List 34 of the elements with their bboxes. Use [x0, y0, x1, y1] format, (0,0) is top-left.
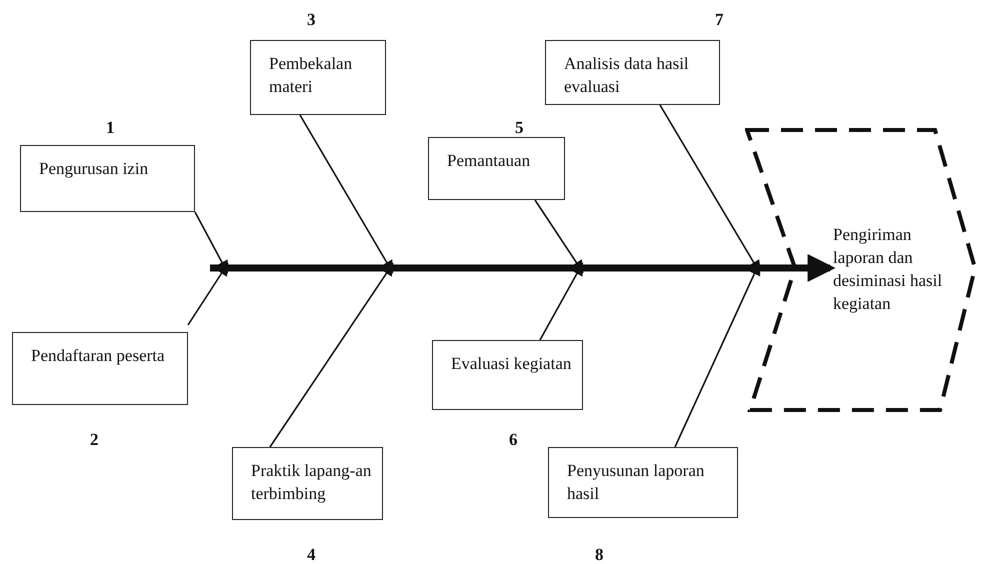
step-number: 7	[715, 10, 724, 30]
process-box	[250, 40, 386, 115]
dashed-chevron	[745, 128, 977, 412]
process-box	[232, 447, 383, 520]
step-number: 8	[595, 545, 604, 564]
process-box	[428, 137, 565, 200]
branch-arrow	[539, 262, 584, 340]
branch-arrow	[674, 262, 760, 448]
process-box	[20, 145, 195, 212]
box-label: Analisis data hasil evaluasi	[564, 53, 690, 98]
box-label: Pengiriman laporan dan desiminasi hasil kegiatan	[833, 224, 943, 315]
branch-arrow	[194, 212, 228, 274]
box-label: Pengurusan izin	[39, 158, 150, 180]
step-number: 6	[509, 430, 518, 450]
box-label: Pembekalan materi	[269, 53, 354, 98]
branch-arrow	[534, 200, 584, 274]
step-number: 2	[90, 430, 98, 450]
branch-arrow	[269, 262, 394, 448]
process-box	[545, 40, 720, 105]
spine-arrow	[210, 254, 836, 282]
box-label: Pemantauan	[447, 150, 532, 172]
step-number: 4	[307, 545, 316, 564]
process-box	[432, 340, 583, 410]
box-label: Praktik lapang-an terbimbing	[251, 460, 372, 505]
process-box	[12, 332, 188, 405]
box-label: Pendaftaran peserta	[31, 345, 166, 367]
step-number: 3	[307, 10, 316, 30]
branch-arrow	[187, 262, 228, 326]
branch-arrow	[299, 114, 394, 274]
box-label: Evaluasi kegiatan	[451, 353, 572, 375]
step-number: 5	[515, 118, 524, 138]
box-label: Penyusunan laporan hasil	[567, 460, 706, 505]
step-number: 1	[106, 118, 114, 138]
process-box	[548, 447, 738, 518]
